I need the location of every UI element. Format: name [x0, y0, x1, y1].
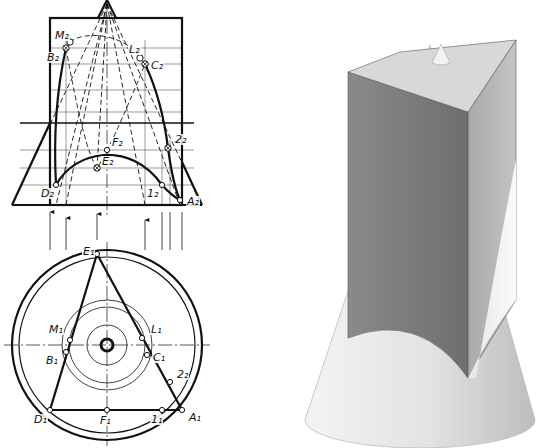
point-label: F₁	[99, 415, 112, 426]
point-label: L₂	[128, 44, 141, 55]
point-label: 1₁	[150, 414, 163, 425]
point-label: F₂	[111, 137, 124, 148]
point-label: 1₂	[146, 188, 159, 199]
point-label: D₂	[40, 188, 55, 199]
point-label: L₁	[150, 324, 163, 335]
projection-arrows	[50, 212, 182, 250]
point-label: B₁	[45, 355, 59, 366]
top-view	[4, 242, 210, 446]
point-label: M₁	[48, 324, 64, 335]
front-view	[12, 0, 202, 215]
point-label: C₂	[150, 60, 164, 71]
point-label: M₂	[54, 30, 70, 41]
point-label: A₂	[186, 196, 200, 207]
point-label: D₁	[33, 414, 48, 425]
point-label: B₂	[46, 52, 60, 63]
point-label: 2₂	[174, 134, 187, 145]
point-label: E₁	[82, 246, 95, 257]
point-label: C₁	[152, 352, 166, 363]
isometric-view	[305, 40, 535, 448]
point-label: E₂	[101, 156, 114, 167]
point-label: A₁	[188, 412, 202, 423]
point-label: 2₂	[176, 369, 189, 380]
